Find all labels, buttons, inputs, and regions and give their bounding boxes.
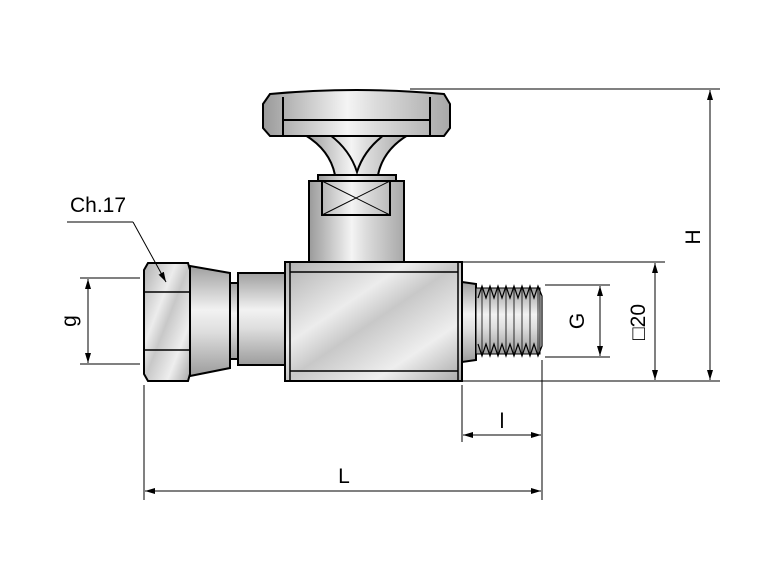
inlet-connection	[143, 262, 286, 382]
body-square-label: □20	[627, 304, 650, 340]
dimensions	[67, 88, 720, 500]
outlet-thread-label: G	[566, 313, 589, 329]
hex-nut	[143, 262, 191, 382]
stem	[308, 180, 405, 264]
valve-body	[284, 261, 463, 382]
length-label: L	[338, 465, 350, 488]
outlet-thread	[461, 280, 543, 364]
height-label: H	[682, 229, 705, 244]
wrench-size-label: Ch.17	[70, 194, 126, 217]
wrench-flat-square	[321, 180, 391, 216]
handwheel-knob	[262, 89, 451, 137]
thread-length-label: l	[500, 410, 505, 433]
handwheel	[262, 89, 451, 182]
inlet-thread-label: g	[58, 315, 81, 327]
